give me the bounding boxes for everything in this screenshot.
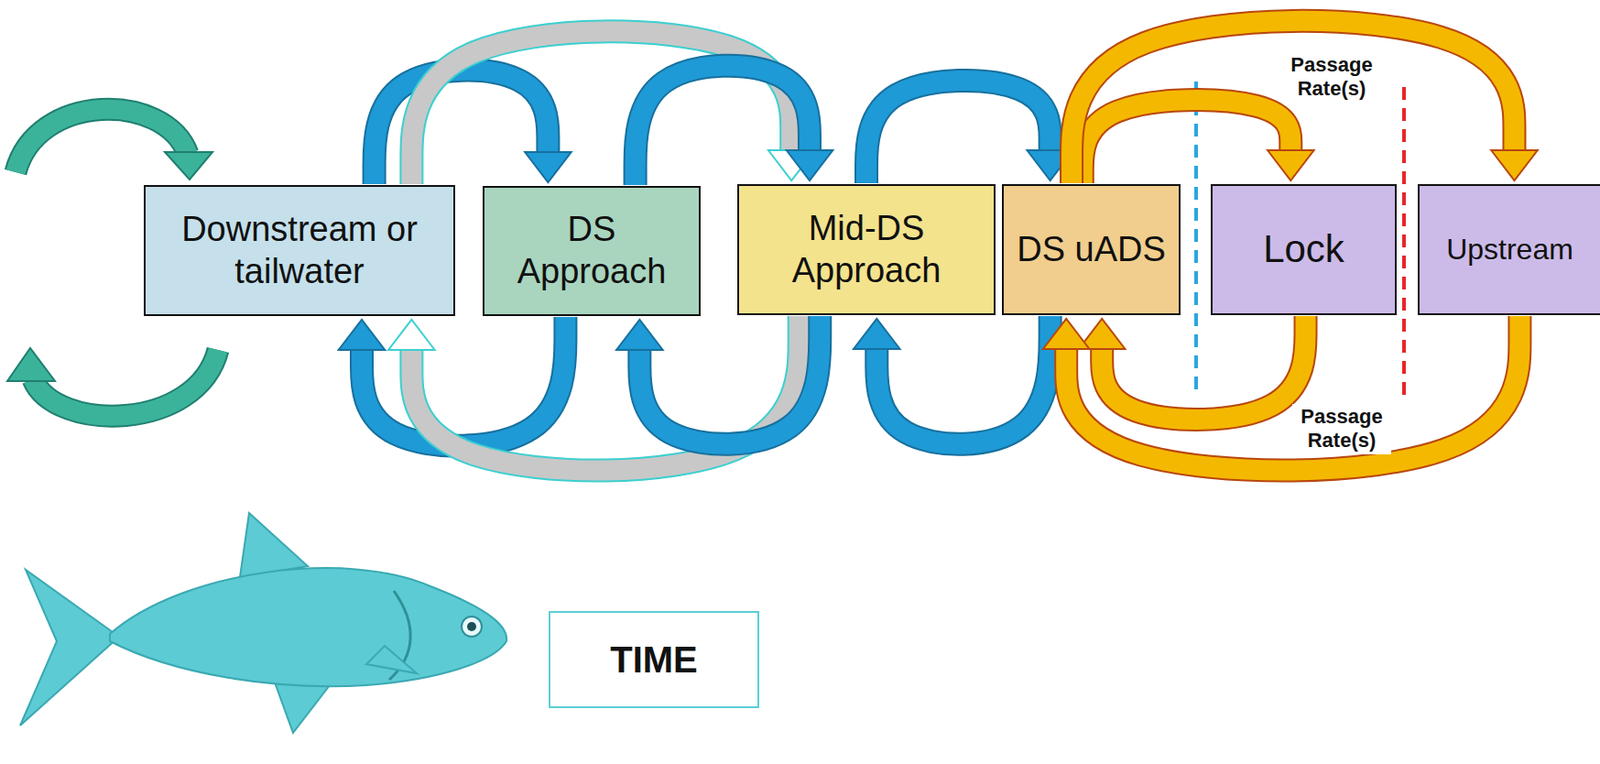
exit-loop-outline — [32, 349, 218, 416]
fish-dorsal-fin — [239, 512, 308, 577]
exit-loop-head — [7, 348, 55, 381]
arrow-head — [388, 319, 436, 350]
arrow-outline — [876, 315, 1050, 445]
node-label: DS Approach — [484, 208, 699, 293]
flow-arrow — [1043, 315, 1521, 471]
arrow-outline — [866, 80, 1051, 184]
passage-rate-label: Passage Rate(s) — [1292, 403, 1392, 455]
entry-loop-outline — [15, 108, 188, 173]
arrow-head — [338, 319, 386, 350]
node-label: Upstream — [1438, 231, 1581, 267]
arrow-shaft — [876, 315, 1050, 445]
arrow-head — [1043, 318, 1090, 349]
arrow-shaft — [1101, 315, 1306, 420]
flow-arrow — [616, 315, 820, 445]
node-label: DS uADS — [1009, 228, 1174, 272]
fish-eye — [461, 616, 482, 637]
flow-arrow — [1082, 99, 1315, 184]
node-label: Downstream or tailwater — [145, 208, 454, 293]
arrow-shaft — [639, 315, 820, 445]
time-box: TIME — [548, 610, 760, 708]
arrow-head — [616, 319, 664, 350]
arrow-outline — [1082, 99, 1292, 184]
process-box: DS uADS — [1001, 184, 1181, 316]
entry-loop-head — [164, 152, 213, 180]
arrow-shaft — [1066, 315, 1520, 471]
red-dashed-line — [1402, 87, 1406, 403]
arrow-outline — [1066, 315, 1520, 471]
arrow-head — [853, 318, 901, 349]
arrow-shaft — [635, 65, 810, 186]
arrow-head — [1491, 150, 1538, 181]
arrow-outline — [1101, 315, 1306, 420]
process-box: Upstream — [1417, 184, 1600, 316]
blue-dashed-line — [1194, 81, 1198, 398]
node-label: Mid-DS Approach — [739, 207, 994, 292]
flow-arrow — [1078, 315, 1307, 420]
flow-arrow — [1071, 21, 1538, 184]
node-label: Lock — [1255, 226, 1352, 273]
process-box: Downstream or tailwater — [143, 185, 456, 316]
process-box: DS Approach — [482, 185, 701, 316]
arrow-outline — [1071, 21, 1514, 184]
process-box: Lock — [1210, 184, 1397, 316]
arrow-head — [786, 150, 834, 181]
flow-arrow — [866, 80, 1074, 184]
fish-pupil — [467, 621, 477, 632]
arrow-shaft — [361, 316, 566, 447]
flow-arrow — [338, 316, 566, 447]
fish-body — [109, 567, 507, 686]
passage-rate-label: Passage Rate(s) — [1282, 52, 1382, 103]
fish-anal-fin — [274, 682, 330, 733]
flow-arrow — [853, 315, 1051, 445]
arrow-outline — [635, 65, 810, 186]
entry-loop — [15, 108, 188, 173]
fish-pectoral-fin — [366, 645, 417, 674]
flow-arrow — [411, 31, 815, 185]
fish-illustration — [20, 512, 507, 733]
arrow-shaft — [866, 80, 1051, 184]
process-box: Mid-DS Approach — [737, 184, 996, 316]
node-label: TIME — [602, 637, 706, 682]
fish-tail — [20, 569, 120, 726]
arrow-outline — [361, 316, 566, 447]
arrow-shaft — [1071, 21, 1514, 184]
arrow-head — [1267, 150, 1315, 181]
arrow-outline — [639, 315, 820, 445]
flow-arrow — [635, 65, 834, 186]
arrow-shaft — [1082, 99, 1292, 184]
arrow-head — [524, 152, 572, 183]
exit-loop — [32, 349, 218, 416]
